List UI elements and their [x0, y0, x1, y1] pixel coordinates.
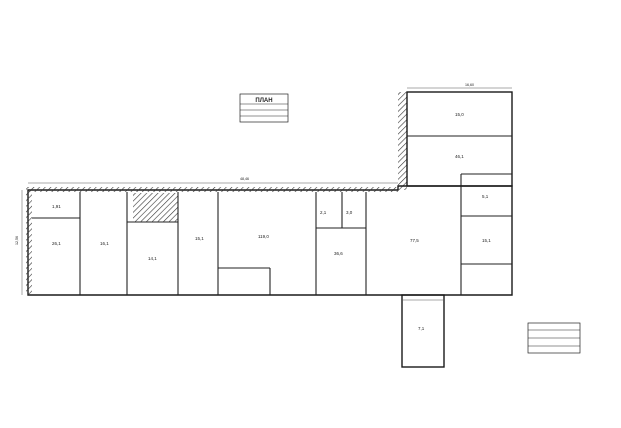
room-area-label: 1,91: [52, 204, 61, 209]
room-area-label: 15,0: [455, 112, 464, 117]
lower-annex: [401, 294, 445, 368]
interior-walls: [32, 186, 512, 295]
dimension-lines: [21, 87, 512, 295]
room-area-label: 5,1: [482, 194, 489, 199]
title-block: ПЛАН: [239, 93, 289, 123]
room-area-label: 77,5: [410, 238, 419, 243]
room-area-label: 7,1: [418, 326, 425, 331]
plan-title: ПЛАН: [255, 98, 272, 104]
legend-stamp: [527, 322, 581, 354]
room-area-label: 15,1: [195, 236, 204, 241]
room-area-label: 16,1: [100, 241, 109, 246]
room-area-label: 119,0: [258, 234, 269, 239]
left-side-dim: 12,56: [15, 236, 19, 245]
room-area-label: 3,0: [346, 210, 353, 215]
annex-top-dim: 16,60: [465, 83, 474, 87]
room-area-label: 26,1: [52, 241, 61, 246]
room-area-label: 46,1: [455, 154, 464, 159]
room-area-label: 2,1: [320, 210, 327, 215]
room-labels: 1,91 26,1 16,1 14,1 15,1 119,0 2,1 3,0 3…: [52, 112, 491, 331]
top-total-dim: 48,46: [240, 177, 249, 181]
upper-annex: 16,60: [398, 83, 513, 190]
room-area-label: 15,1: [482, 238, 491, 243]
room-area-label: 14,1: [148, 256, 157, 261]
main-outline: 48,46 12,56: [15, 177, 513, 296]
room-area-label: 36,6: [334, 251, 343, 256]
